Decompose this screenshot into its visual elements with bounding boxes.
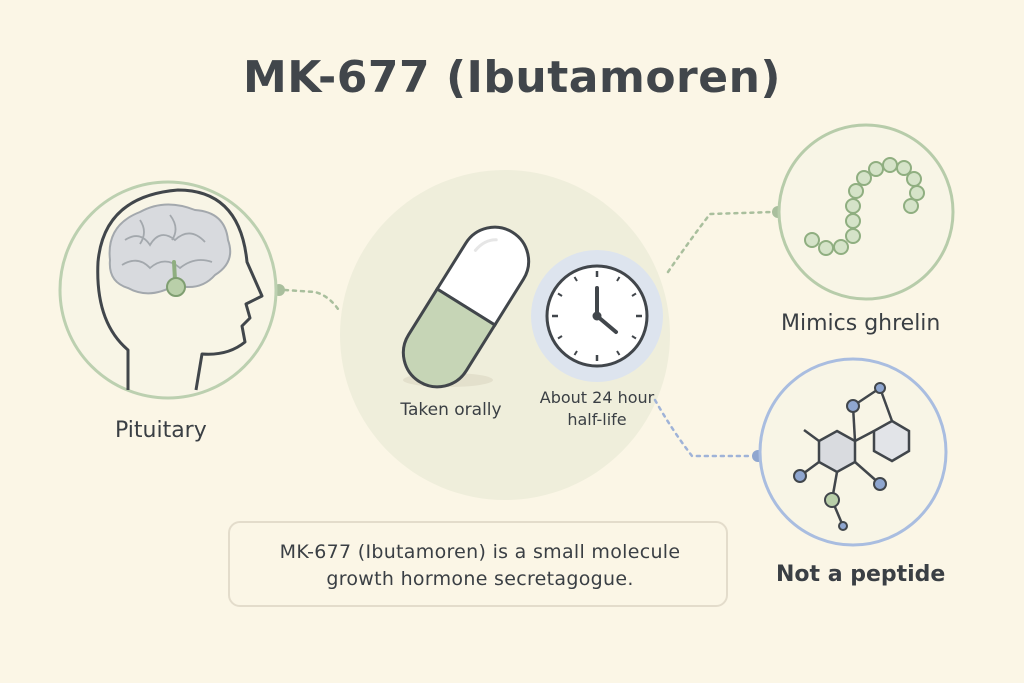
ghrelin-chain-icon (777, 123, 955, 301)
half-life-label-line2: half-life (567, 410, 627, 429)
clock-icon (531, 250, 663, 382)
pituitary-head-icon (58, 180, 278, 400)
connector-ghrelin (666, 206, 784, 274)
brain-icon (108, 203, 232, 295)
molecule-icon (758, 357, 948, 547)
pituitary-gland-icon (166, 277, 186, 297)
connector-peptide (653, 398, 764, 462)
caption-line1: MK-677 (Ibutamoren) is a small molecule (279, 541, 681, 563)
connector-pituitary (273, 284, 342, 314)
caption-line2: growth hormone secretagogue. (326, 568, 634, 590)
capsule-icon (401, 225, 531, 389)
half-life-label-line1: About 24 hour (539, 388, 655, 407)
page-title: MK-677 (Ibutamoren) (242, 52, 782, 103)
caption-box: MK-677 (Ibutamoren) is a small molecule … (228, 521, 728, 607)
mimics-ghrelin-label: Mimics ghrelin (781, 311, 941, 336)
pituitary-label: Pituitary (115, 418, 207, 443)
taken-orally-label: Taken orally (400, 400, 502, 420)
not-a-peptide-label: Not a peptide (776, 562, 946, 587)
